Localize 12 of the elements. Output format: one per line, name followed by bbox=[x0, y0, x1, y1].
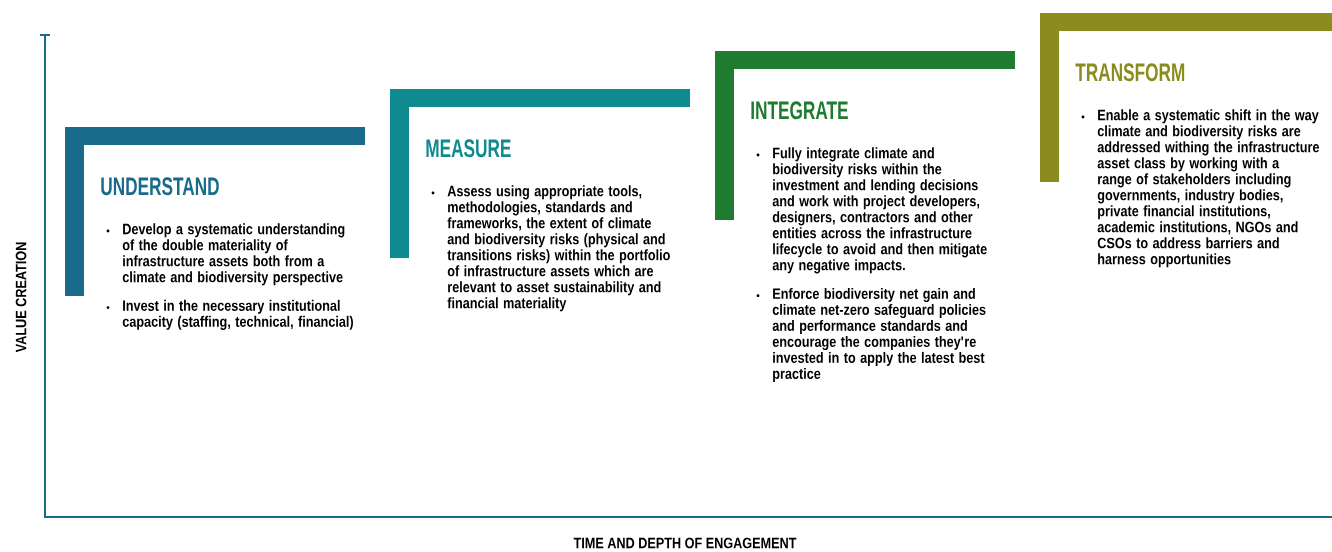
bullet-text: Enable a systematic shift in the way climate and biodiversity risks are addressed withing the infrastructure asset class by working with a range of stakeholders including governments, industry bodies, private financial institutions, academic institutions, NGOs and CSOs to address barriers and harness opportunities bbox=[1097, 109, 1320, 268]
bullet-text: Enforce biodiversity net gain and climate net-zero safeguard policies and performance standards and encourage the companies they're invested in to apply the latest best practice bbox=[772, 287, 986, 382]
stage-heading: MEASURE bbox=[426, 139, 511, 158]
stage-heading: INTEGRATE bbox=[751, 101, 848, 120]
bullet-text: Assess using appropriate tools, methodologies, standards and frameworks, the extent of climate and biodiversity risks (physical and transitions risks) within the portfolio of infrastructure assets which are relevant to asset sustainability and financial materiality bbox=[447, 185, 670, 312]
axis-label: VALUE CREATION bbox=[15, 242, 27, 353]
bullet-text: Fully integrate climate and biodiversity risks within the investment and lending decisions and work with project developers, designers, contractors and other entities across the infrastructure lifecycle to avoid and then mitigate any negative impacts. bbox=[772, 147, 987, 274]
stage-heading: UNDERSTAND bbox=[101, 177, 219, 196]
bullet-text: Develop a systematic understanding of the double materiality of infrastructure assets both from a climate and biodiversity perspective bbox=[122, 223, 345, 286]
stage-heading: TRANSFORM bbox=[1075, 63, 1185, 82]
bullet-text: Invest in the necessary institutional capacity (staffing, technical, financial) bbox=[122, 299, 353, 330]
axis-label: TIME AND DEPTH OF ENGAGEMENT bbox=[573, 537, 797, 549]
